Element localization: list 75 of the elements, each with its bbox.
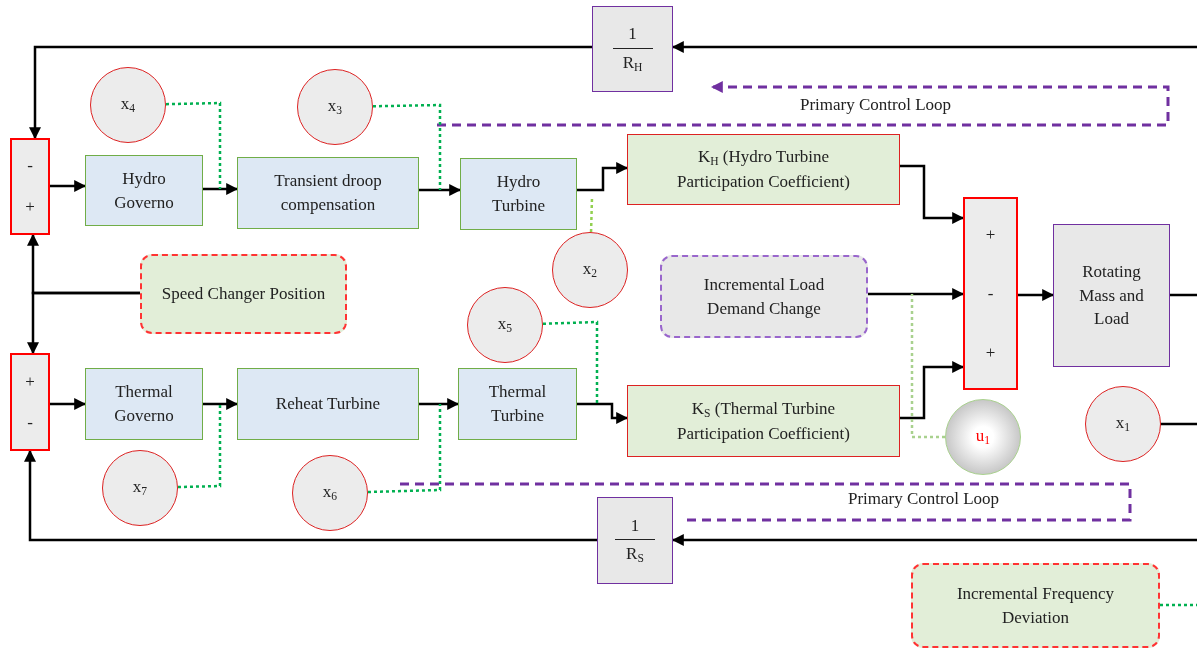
sign-label: - bbox=[27, 155, 33, 178]
arrow bbox=[419, 184, 462, 196]
node-label: K$_{H}$ (Hydro Turbine Participation Coefficient) bbox=[676, 146, 851, 194]
gain-label: R$_{H}$ bbox=[621, 51, 644, 76]
sign-label: + bbox=[25, 370, 35, 393]
node-label: x$_{6}$ bbox=[322, 481, 338, 506]
sign-label: - bbox=[27, 411, 33, 434]
arrow bbox=[671, 41, 1197, 53]
summing-block bbox=[10, 353, 50, 451]
leader-line bbox=[372, 103, 442, 190]
node-label: Thermal Turbine bbox=[487, 381, 548, 427]
process-box bbox=[85, 155, 203, 226]
gain-label: 1 bbox=[629, 514, 641, 537]
process-box bbox=[237, 157, 419, 229]
summing-block bbox=[963, 197, 1018, 390]
leader-line bbox=[165, 101, 222, 189]
sign-label: + bbox=[25, 195, 35, 218]
node-label: Hydro Governo bbox=[113, 167, 175, 214]
leader-line bbox=[589, 197, 594, 233]
node-label: x$_{1}$ bbox=[1115, 412, 1131, 437]
leader-line bbox=[542, 320, 599, 404]
gain-label: R$_{S}$ bbox=[625, 543, 645, 568]
node-label: u$_{1}$ bbox=[975, 425, 991, 450]
note-box bbox=[140, 254, 347, 334]
arrow bbox=[203, 398, 239, 410]
gain-box bbox=[592, 6, 673, 92]
summing-block bbox=[10, 138, 50, 235]
note-box bbox=[660, 255, 868, 338]
note-box bbox=[911, 563, 1160, 648]
arrow bbox=[577, 162, 629, 192]
arrow bbox=[1018, 289, 1055, 301]
node-label: x$_{2}$ bbox=[582, 258, 598, 283]
leader-line bbox=[177, 404, 222, 489]
node-label: x$_{5}$ bbox=[497, 313, 513, 338]
node-label: x$_{4}$ bbox=[120, 93, 136, 118]
arrow bbox=[50, 398, 87, 410]
arrow bbox=[29, 45, 592, 140]
loop-label: Primary Control Loop bbox=[848, 489, 1000, 509]
node-label: Transient droop compensation bbox=[273, 170, 383, 216]
gain-box bbox=[597, 497, 673, 584]
process-box bbox=[85, 368, 203, 440]
gain-box bbox=[627, 385, 900, 457]
arrow bbox=[50, 180, 87, 192]
arrow bbox=[27, 291, 140, 355]
arrow bbox=[24, 449, 597, 542]
sign-label: - bbox=[987, 282, 994, 305]
arrow bbox=[419, 398, 460, 410]
node-label: x$_{7}$ bbox=[132, 476, 148, 501]
sign-label: + bbox=[985, 341, 996, 364]
node-label: Hydro Turbine bbox=[490, 171, 547, 217]
arrow bbox=[577, 402, 629, 424]
node-label: Reheat Turbine bbox=[275, 393, 381, 416]
arrow bbox=[900, 164, 965, 224]
process-box bbox=[237, 368, 419, 440]
process-box bbox=[1053, 224, 1170, 367]
arrow bbox=[203, 183, 239, 195]
process-box bbox=[458, 368, 577, 440]
arrow bbox=[671, 534, 1197, 546]
gain-label: 1 bbox=[627, 23, 638, 46]
process-box bbox=[460, 158, 577, 230]
node-label: Thermal Governo bbox=[113, 381, 175, 427]
sign-label: + bbox=[985, 223, 996, 246]
leader-line bbox=[367, 404, 442, 494]
arrow bbox=[868, 288, 965, 300]
node-label: Rotating Mass and Load bbox=[1078, 260, 1145, 331]
arrow bbox=[900, 361, 965, 420]
node-label: x$_{3}$ bbox=[327, 95, 343, 120]
leader-line bbox=[1160, 603, 1197, 607]
node-label: K$_{S}$ (Thermal Turbine Participation Coefficient) bbox=[676, 397, 851, 445]
leader-line bbox=[910, 294, 945, 439]
node-label: Speed Changer Position bbox=[161, 283, 326, 306]
node-label: Incremental Load Demand Change bbox=[702, 273, 826, 320]
loop-label: Primary Control Loop bbox=[800, 95, 952, 115]
node-label: Incremental Frequency Deviation bbox=[955, 582, 1116, 629]
gain-box bbox=[627, 134, 900, 205]
